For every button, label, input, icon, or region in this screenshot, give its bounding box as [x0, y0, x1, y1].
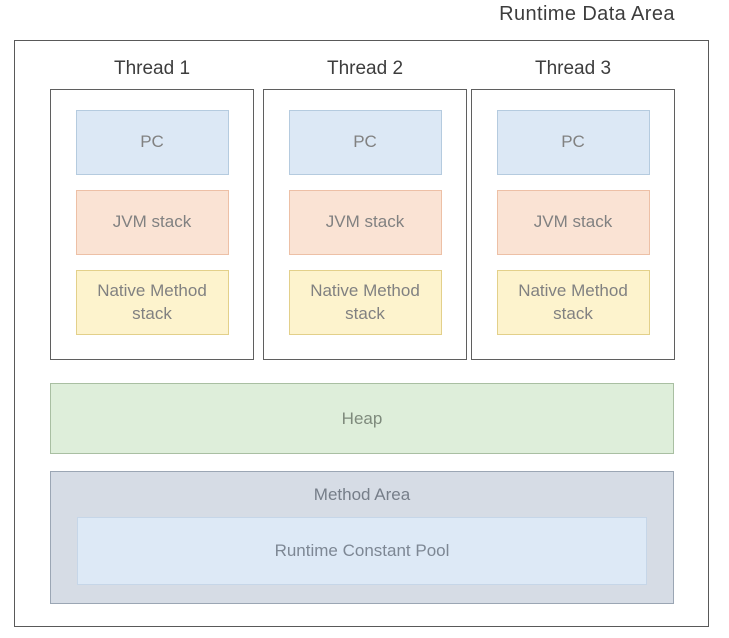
- heap-box: Heap: [50, 383, 674, 454]
- thread-1-native-method-stack-box: Native Method stack: [75, 270, 229, 335]
- method-area-label: Method Area: [313, 485, 411, 504]
- thread-1-pc-box: PC: [75, 110, 229, 175]
- thread-2-label: Thread 2: [326, 58, 404, 79]
- thread-2-jvm-stack-box: JVM stack: [288, 190, 442, 255]
- thread-1-label: Thread 1: [113, 58, 191, 79]
- thread-2-box: PC JVM stack Native Method stack: [263, 89, 467, 360]
- thread-3-box: PC JVM stack Native Method stack: [471, 89, 675, 360]
- runtime-data-area-frame: Thread 1 Thread 2 Thread 3 PC JVM stack …: [14, 40, 709, 627]
- thread-3-pc-box: PC: [496, 110, 650, 175]
- thread-1-jvm-stack-box: JVM stack: [75, 190, 229, 255]
- thread-1-box: PC JVM stack Native Method stack: [50, 89, 254, 360]
- method-area-box: Method Area Runtime Constant Pool: [50, 471, 674, 604]
- thread-2-native-method-stack-box: Native Method stack: [288, 270, 442, 335]
- thread-2-pc-box: PC: [288, 110, 442, 175]
- diagram-title: Runtime Data Area: [499, 3, 675, 25]
- runtime-constant-pool-box: Runtime Constant Pool: [77, 517, 647, 585]
- thread-3-native-method-stack-box: Native Method stack: [496, 270, 650, 335]
- thread-3-jvm-stack-box: JVM stack: [496, 190, 650, 255]
- thread-3-label: Thread 3: [534, 58, 612, 79]
